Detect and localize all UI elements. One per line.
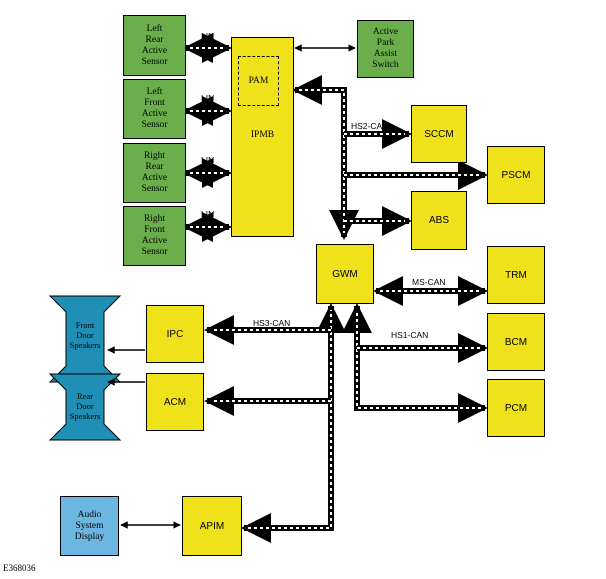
apim-module: APIM	[182, 496, 242, 556]
left-front-sensor: Left Front Active Sensor	[123, 79, 186, 139]
hs1-can-label: HS1-CAN	[391, 330, 429, 340]
figure-id: E368036	[3, 563, 36, 573]
pam-submodule: PAM	[238, 56, 279, 106]
audio-system-display: Audio System Display	[60, 496, 119, 556]
abs-module: ABS	[411, 191, 467, 250]
pscm-module: PSCM	[487, 146, 545, 204]
trm-module: TRM	[487, 246, 545, 304]
lin-label-2: LIN	[201, 93, 215, 103]
front-door-speakers-label: Front Door Speakers	[69, 320, 101, 350]
acm-module: ACM	[146, 373, 204, 431]
gwm-module: GWM	[316, 244, 374, 304]
hs3-can-label: HS3-CAN	[253, 318, 291, 328]
rear-door-speakers-label: Rear Door Speakers	[69, 391, 101, 421]
park-assist-switch: Active Park Assist Switch	[357, 20, 414, 78]
pam-label: PAM	[248, 76, 269, 86]
right-rear-sensor: Right Rear Active Sensor	[123, 143, 186, 203]
ipmb-label: IPMB	[250, 130, 275, 140]
bcm-module: BCM	[487, 313, 545, 371]
lin-label-1: LIN	[201, 31, 215, 41]
pcm-module: PCM	[487, 379, 545, 437]
ipc-module: IPC	[146, 305, 204, 363]
right-front-sensor: Right Front Active Sensor	[123, 206, 186, 266]
lin-label-4: LIN	[201, 209, 215, 219]
left-rear-sensor: Left Rear Active Sensor	[123, 15, 186, 76]
hs1-can-bus	[342, 303, 488, 423]
hs3-can-bus	[204, 303, 346, 543]
sccm-module: SCCM	[411, 105, 467, 163]
ms-can-label: MS-CAN	[412, 277, 446, 287]
hs2-can-label: HS2-CAN	[351, 121, 389, 131]
ipmb-module: IPMB PAM	[231, 37, 294, 237]
lin-label-3: LIN	[201, 155, 215, 165]
hs2-can-bus	[292, 75, 488, 240]
